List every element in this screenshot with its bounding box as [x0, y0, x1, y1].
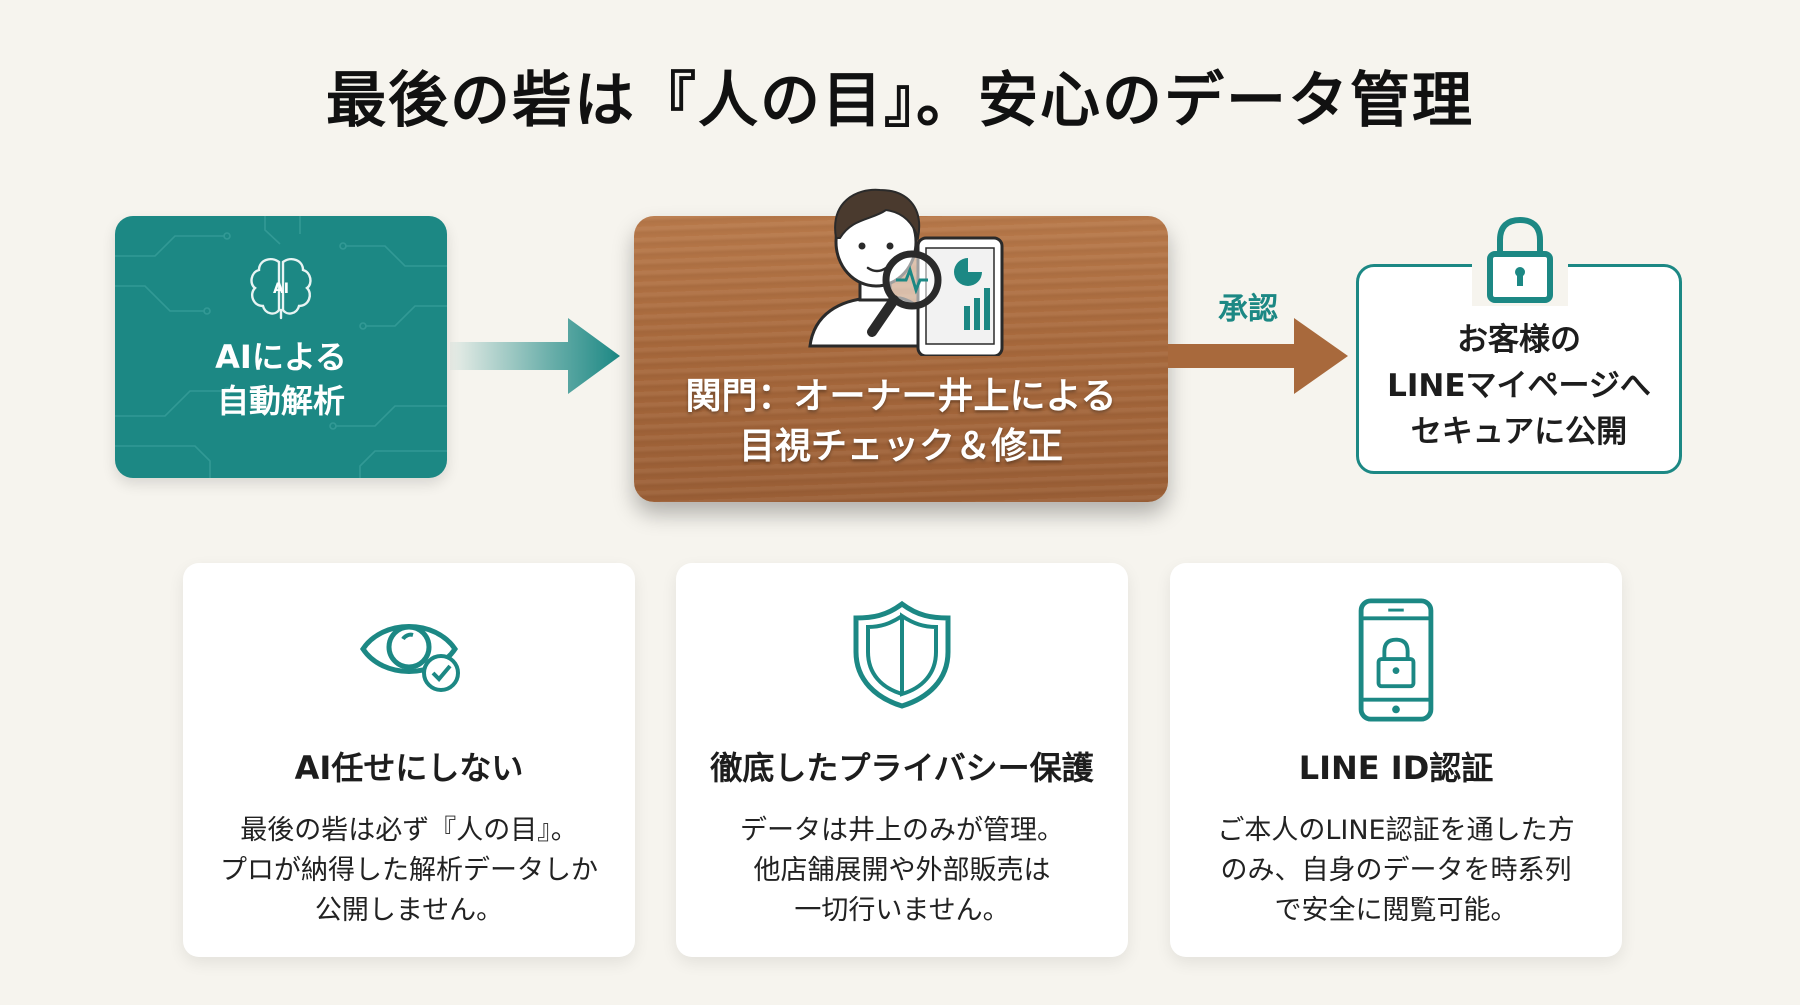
shield-icon: [853, 600, 951, 709]
publish-label-line2: LINEマイページへ: [1387, 368, 1651, 404]
card-text-line3: で安全に閲覧可能。: [1274, 895, 1518, 926]
card-text-line2: のみ、自身のデータを時系列: [1220, 855, 1572, 886]
card-text-line3: 公開しません。: [314, 895, 504, 926]
reviewer-with-magnifier-icon: [808, 188, 1004, 356]
lock-icon: [1487, 216, 1553, 303]
brain-ai-icon: AI: [250, 258, 312, 320]
arrow-right-icon: [450, 318, 620, 394]
card-line-id: LINE ID認証 ご本人のLINE認証を通した方 のみ、自身のデータを時系列 …: [1170, 563, 1622, 957]
card-text-line1: 最後の砦は必ず『人の目』。: [240, 815, 578, 846]
circuit-pattern-icon: [115, 216, 447, 478]
card-text-line1: ご本人のLINE認証を通した方: [1217, 815, 1575, 846]
card-title: 徹底したプライバシー保護: [710, 749, 1094, 787]
smartphone-lock-icon: [1358, 598, 1434, 722]
publish-label-line1: お客様の: [1457, 322, 1581, 358]
card-text-line3: 一切行いません。: [794, 895, 1010, 926]
ai-icon-text: AI: [273, 281, 289, 297]
review-step-label-line2: 目視チェック＆修正: [738, 426, 1063, 467]
card-text-line1: データは井上のみが管理。: [740, 815, 1064, 846]
ai-analysis-box: AI AIによる 自動解析: [115, 216, 447, 478]
card-no-ai-only: AI任せにしない 最後の砦は必ず『人の目』。 プロが納得した解析データしか 公開…: [183, 563, 635, 957]
ai-step-label-line2: 自動解析: [216, 382, 345, 420]
arrow-right-wood-icon: [1168, 318, 1348, 394]
card-text-line2: 他店舗展開や外部販売は: [753, 855, 1051, 886]
review-board: 関門：オーナー井上による 目視チェック＆修正: [634, 216, 1168, 502]
publish-label-line3: セキュアに公開: [1410, 414, 1628, 450]
review-step-label-line1: 関門：オーナー井上による: [685, 376, 1117, 417]
eye-check-icon: [359, 624, 460, 692]
card-title: AI任せにしない: [294, 749, 524, 787]
card-title: LINE ID認証: [1298, 749, 1494, 787]
ai-step-label-line1: AIによる: [215, 338, 347, 376]
page-title: 最後の砦は『人の目』。安心のデータ管理: [326, 66, 1474, 136]
approval-label: 承認: [1218, 292, 1278, 327]
card-privacy: 徹底したプライバシー保護 データは井上のみが管理。 他店舗展開や外部販売は 一切…: [676, 563, 1128, 957]
card-text-line2: プロが納得した解析データしか: [220, 855, 598, 886]
